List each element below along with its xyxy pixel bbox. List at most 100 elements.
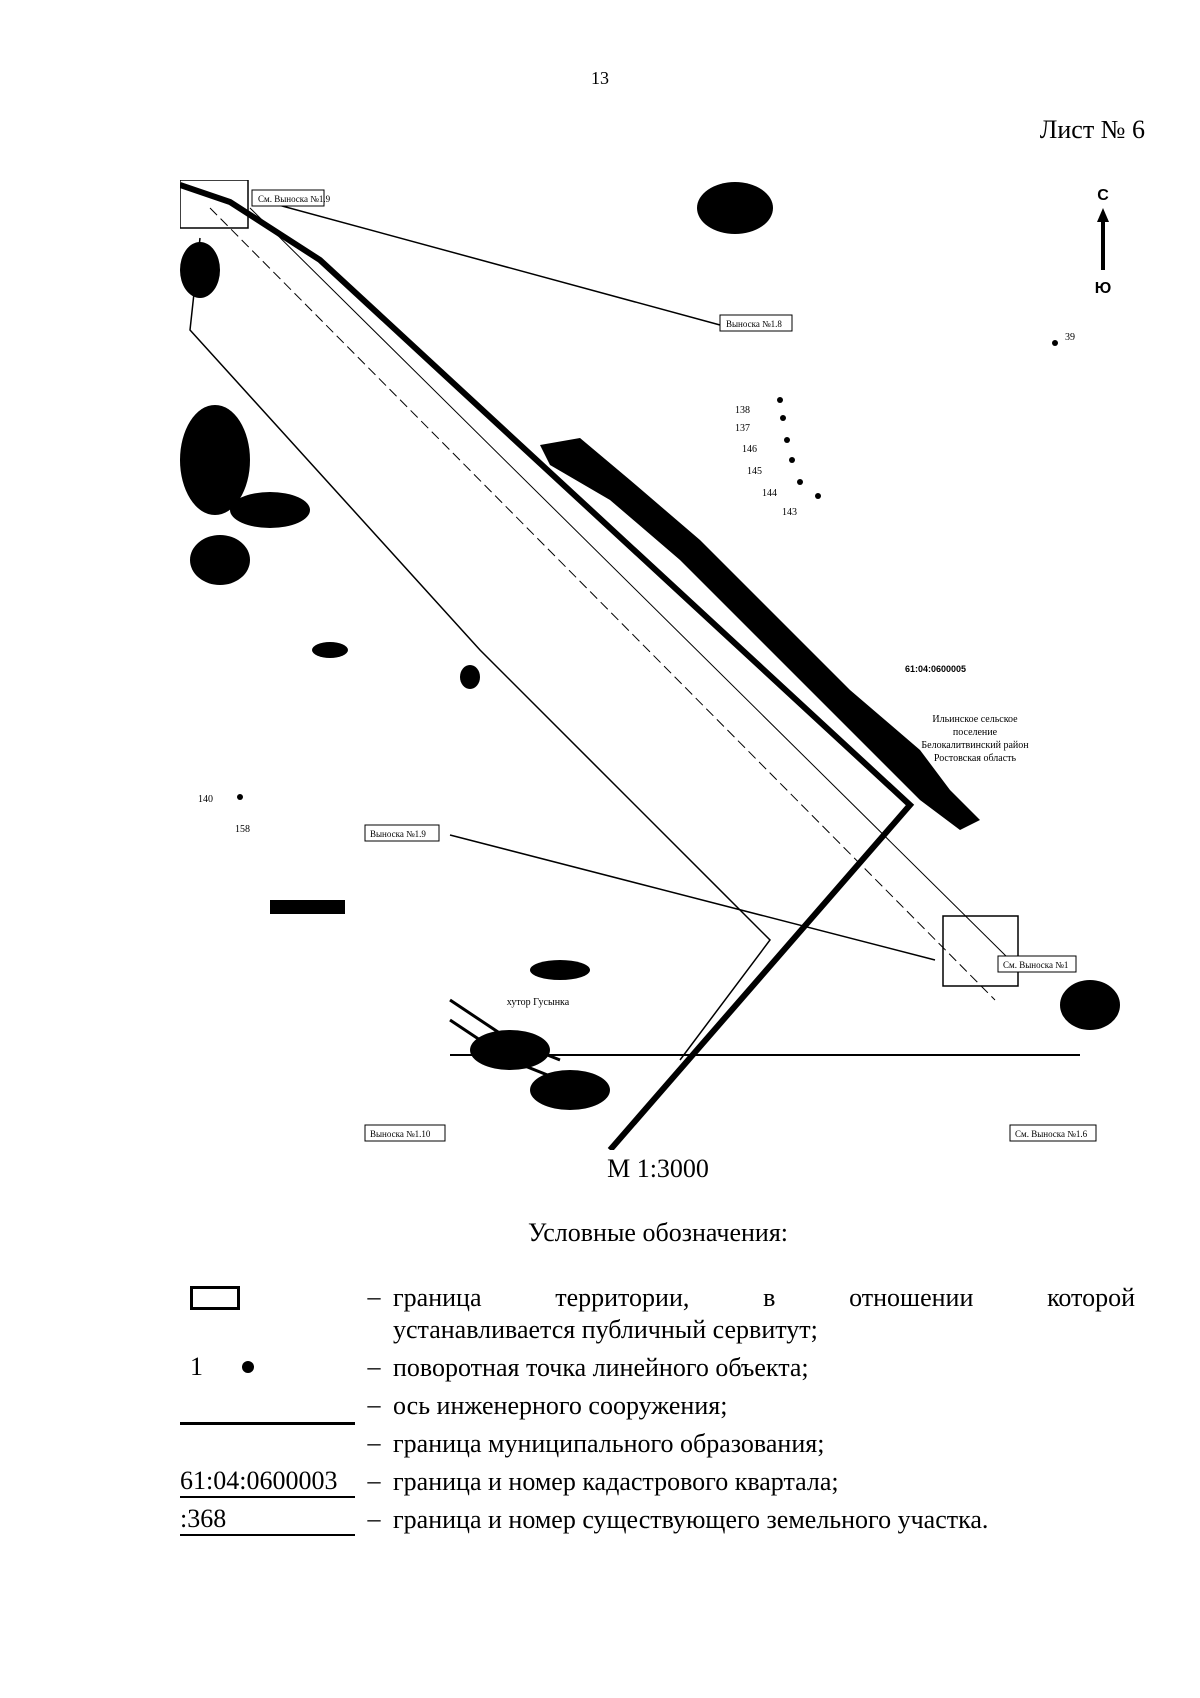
north-arrow-label: С bbox=[1097, 187, 1109, 204]
vegetation-patch bbox=[230, 492, 310, 528]
vegetation-patch bbox=[1060, 980, 1120, 1030]
vegetation-patch bbox=[190, 535, 250, 585]
legend-dash: – bbox=[367, 1504, 381, 1533]
legend-dash: – bbox=[367, 1466, 381, 1495]
inset-frame bbox=[942, 915, 1019, 987]
legend-symbol-servitude-boundary bbox=[180, 1282, 355, 1312]
municipality-label: Ростовская область bbox=[934, 753, 1017, 764]
point-label: 144 bbox=[762, 488, 777, 499]
municipality-label: Белокалитвинский район bbox=[921, 740, 1029, 751]
vegetation-patch bbox=[530, 1070, 610, 1110]
inset-label: Выноска №1.10 bbox=[370, 1129, 431, 1139]
legend-text: граница и номер существующего земельного… bbox=[393, 1505, 989, 1534]
map-annotations: 61:04:0600005 Ильинское сельское поселен… bbox=[198, 332, 1075, 1008]
legend-symbol-cadastral: 61:04:0600003 bbox=[180, 1466, 355, 1498]
legend-parcel-number: :368 bbox=[180, 1504, 355, 1536]
point-label: 140 bbox=[198, 794, 213, 805]
vegetation-patch bbox=[180, 405, 250, 515]
inset-label: См. Выноска №1 bbox=[1003, 960, 1068, 970]
parcel-line bbox=[249, 207, 1011, 961]
legend-text-line: устанавливается публичный сервитут; bbox=[393, 1315, 818, 1344]
legend-symbol-parcel: :368 bbox=[180, 1504, 355, 1536]
legend-symbol-municipality bbox=[180, 1422, 355, 1458]
legend-symbol-axis bbox=[180, 1390, 355, 1420]
legend-cadastral-number: 61:04:0600003 bbox=[180, 1466, 355, 1498]
legend-item: :368 – граница и номер существующего зем… bbox=[180, 1504, 1135, 1536]
legend: – граница территории, в отношении которо… bbox=[180, 1282, 1135, 1542]
legend-symbol-turning-point: 1 bbox=[180, 1352, 355, 1382]
turning-point bbox=[789, 457, 795, 463]
boundary-lines bbox=[180, 180, 1080, 1150]
inset-label: См. Выноска №1.6 bbox=[1015, 1129, 1088, 1139]
turning-point bbox=[1052, 340, 1058, 346]
inset-frame bbox=[180, 180, 249, 229]
legend-point-number: 1 bbox=[190, 1352, 203, 1381]
servitude-boundary bbox=[189, 237, 771, 1061]
forest-belt bbox=[540, 438, 980, 830]
vegetation-patch bbox=[530, 960, 590, 980]
point-label: 143 bbox=[782, 507, 797, 518]
cadastral-quarter-label: 61:04:0600005 bbox=[905, 664, 966, 674]
engineering-axis bbox=[209, 207, 996, 1001]
leader-line bbox=[449, 834, 936, 961]
page-number: 13 bbox=[591, 68, 609, 88]
point-label: 158 bbox=[235, 824, 250, 835]
point-label: 137 bbox=[735, 423, 750, 434]
legend-item: – граница муниципального образования; bbox=[180, 1422, 1135, 1460]
vegetation-patch bbox=[460, 665, 480, 689]
turning-point bbox=[815, 493, 821, 499]
turning-point bbox=[777, 397, 783, 403]
inset-label: Выноска №1.8 bbox=[726, 319, 782, 329]
legend-item: 1 – поворотная точка линейного объекта; bbox=[180, 1352, 1135, 1384]
road-line bbox=[449, 998, 561, 1062]
map-canvas: С Ю См. Выноска №1.9 Выноска №1.8 Выноск… bbox=[180, 180, 1120, 1150]
legend-text-line: граница территории, в отношении которой bbox=[393, 1283, 1135, 1312]
legend-text: граница территории, в отношении которой … bbox=[393, 1282, 1135, 1346]
legend-dash: – bbox=[367, 1428, 381, 1457]
legend-dash: – bbox=[367, 1282, 381, 1311]
map: С Ю См. Выноска №1.9 Выноска №1.8 Выноск… bbox=[180, 180, 1135, 1150]
legend-text: граница и номер кадастрового квартала; bbox=[393, 1467, 839, 1496]
road-line bbox=[449, 1018, 561, 1082]
turning-point bbox=[237, 794, 243, 800]
turning-point bbox=[797, 479, 803, 485]
turning-point bbox=[780, 415, 786, 421]
vegetation-patch bbox=[312, 642, 348, 658]
legend-text: граница муниципального образования; bbox=[393, 1429, 825, 1458]
north-arrow-icon bbox=[1097, 208, 1109, 222]
legend-text: ось инженерного сооружения; bbox=[393, 1391, 728, 1420]
dot-icon bbox=[242, 1361, 254, 1373]
inset-label: Выноска №1.9 bbox=[370, 829, 426, 839]
vegetation-patch bbox=[180, 242, 220, 298]
point-label: 39 bbox=[1065, 332, 1075, 343]
municipality-label: поселение bbox=[953, 727, 998, 738]
point-label: 146 bbox=[742, 444, 757, 455]
legend-title: Условные обозначения: bbox=[527, 1218, 789, 1247]
municipality-boundary bbox=[180, 182, 915, 1150]
legend-dash: – bbox=[367, 1352, 381, 1381]
north-arrow: С Ю bbox=[1095, 187, 1112, 297]
settlement-label: хутор Гусынка bbox=[507, 997, 570, 1008]
map-scale: М 1:3000 bbox=[607, 1154, 709, 1183]
legend-item: – граница территории, в отношении которо… bbox=[180, 1282, 1135, 1346]
point-label: 138 bbox=[735, 405, 750, 416]
legend-text: поворотная точка линейного объекта; bbox=[393, 1353, 809, 1382]
vegetation-patch bbox=[470, 1030, 550, 1070]
legend-item: 61:04:0600003 – граница и номер кадастро… bbox=[180, 1466, 1135, 1498]
inset-label: См. Выноска №1.9 bbox=[258, 194, 331, 204]
legend-dash: – bbox=[367, 1390, 381, 1419]
vegetation-patch bbox=[697, 182, 773, 234]
south-arrow-label: Ю bbox=[1095, 280, 1112, 297]
line-icon bbox=[180, 1422, 355, 1425]
rectangle-icon bbox=[190, 1286, 240, 1310]
turning-point bbox=[784, 437, 790, 443]
municipality-label: Ильинское сельское bbox=[932, 714, 1018, 725]
leader-line bbox=[259, 199, 721, 326]
point-label: 145 bbox=[747, 466, 762, 477]
sheet-label: Лист № 6 bbox=[1039, 115, 1145, 144]
vegetation-patch bbox=[270, 900, 345, 914]
legend-item: – ось инженерного сооружения; bbox=[180, 1390, 1135, 1422]
inset-labels: См. Выноска №1.9 Выноска №1.8 Выноска №1… bbox=[251, 189, 1097, 1142]
turning-points bbox=[237, 340, 1058, 800]
vegetation-patches bbox=[180, 182, 1120, 1110]
